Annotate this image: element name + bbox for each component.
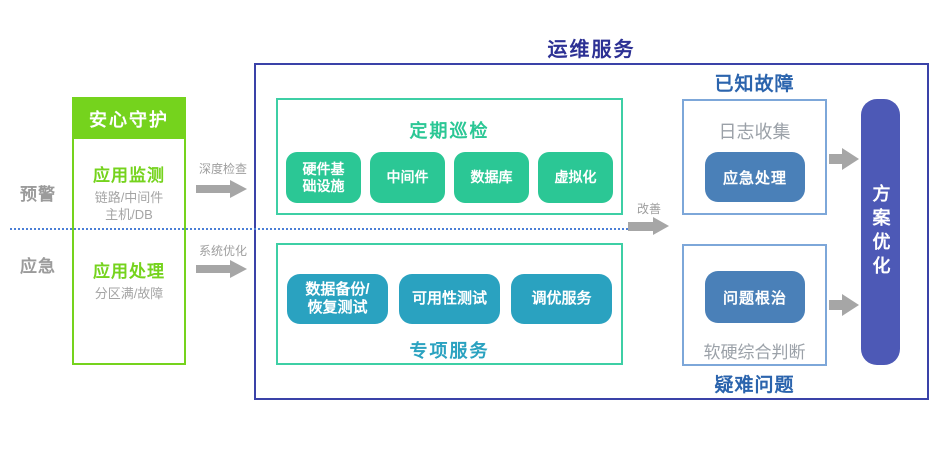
solution-optimization-label: 方案优化 (870, 184, 891, 280)
inspection-item-database: 数据库 (454, 152, 529, 203)
special-item-tuning-service: 调优服务 (511, 274, 612, 324)
hard-problem-frame: 问题根治 软硬综合判断 (682, 244, 827, 366)
special-service-title: 专项服务 (409, 341, 490, 361)
inspection-item-virtualization: 虚拟化 (538, 152, 613, 203)
special-item-backup-restore: 数据备份/ 恢复测试 (287, 274, 388, 324)
special-item-availability-test: 可用性测试 (399, 274, 500, 324)
app-monitor-title: 应用监测 (93, 166, 165, 185)
guard-panel: 安心守护 应用监测 链路/中间件 主机/DB 应用处理 分区满/故障 (72, 97, 186, 365)
sys-opt-label: 系统优化 (198, 244, 247, 258)
arrow-right-icon (829, 294, 859, 316)
arrow-right-icon (196, 260, 247, 278)
improve-label: 改善 (636, 202, 661, 216)
lane-label-alert: 预警 (20, 185, 56, 204)
inspection-title: 定期巡检 (409, 121, 490, 141)
deep-check-label: 深度检查 (198, 162, 247, 176)
judge-label: 软硬综合判断 (703, 343, 806, 362)
lane-separator-dotted-line (10, 228, 628, 230)
lane-label-emergency: 应急 (20, 257, 56, 276)
hard-problem-title: 疑难问题 (714, 375, 795, 396)
arrow-right-icon (628, 217, 669, 235)
ops-service-frame (254, 63, 929, 400)
app-handle-title: 应用处理 (93, 262, 165, 281)
arrow-right-icon (829, 148, 859, 170)
special-service-frame: 数据备份/ 恢复测试 可用性测试 调优服务 专项服务 (276, 243, 623, 365)
app-monitor-sub-line2: 主机/DB (105, 207, 153, 222)
app-monitor-sub-line1: 链路/中间件 (94, 190, 164, 205)
emergency-handle-button: 应急处理 (705, 152, 805, 202)
root-cure-button: 问题根治 (705, 271, 805, 323)
known-fault-frame: 日志收集 应急处理 (682, 99, 827, 215)
inspection-item-hardware: 硬件基 础设施 (286, 152, 361, 203)
inspection-frame: 定期巡检 硬件基 础设施 中间件 数据库 虚拟化 (276, 98, 623, 215)
app-handle-sub: 分区满/故障 (94, 286, 164, 301)
guard-panel-header: 安心守护 (74, 99, 184, 139)
known-fault-title: 已知故障 (714, 74, 795, 95)
arrow-right-icon (196, 180, 247, 198)
log-collect-label: 日志收集 (718, 122, 791, 142)
ops-service-title: 运维服务 (547, 39, 636, 61)
solution-optimization-box: 方案优化 (861, 99, 900, 365)
inspection-item-middleware: 中间件 (370, 152, 445, 203)
